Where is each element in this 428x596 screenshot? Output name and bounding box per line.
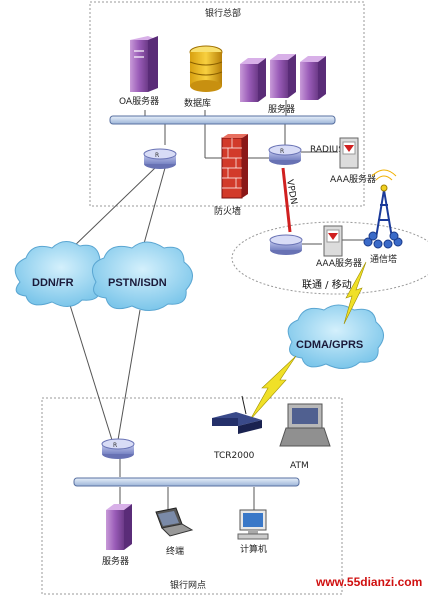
hq-boundary <box>89 1 365 207</box>
hq-title: 银行总部 <box>205 7 241 19</box>
svg-text:R: R <box>113 442 117 449</box>
hq-lan-bus <box>109 115 336 125</box>
computer-label: 计算机 <box>240 543 267 555</box>
branch-lan-bus <box>73 477 300 487</box>
tcr2000-icon <box>212 395 262 434</box>
vpdn-label: VPDN <box>284 179 298 206</box>
branch-title: 银行网点 <box>170 579 206 591</box>
aaa-server-mobile-icon <box>323 225 343 257</box>
pstn-label: PSTN/ISDN <box>108 277 167 289</box>
cdma-cloud-icon <box>287 304 384 369</box>
hq-router-right-icon: R <box>268 144 302 165</box>
radius-label: RADIUS <box>310 145 344 155</box>
computer-icon <box>237 509 269 540</box>
watermark-text: www.55dianzi.com <box>315 575 422 589</box>
cdma-label: CDMA/GPRS <box>296 339 363 351</box>
branch-server-label: 服务器 <box>102 555 129 567</box>
tower-label: 通信塔 <box>370 253 397 265</box>
aaa-server-hq-label: AAA服务器 <box>330 173 376 185</box>
terminal-label: 终端 <box>166 545 184 557</box>
hq-router-left-icon: R <box>143 148 177 169</box>
server-cluster-icon <box>240 54 326 102</box>
firewall-icon <box>221 134 248 199</box>
tcr2000-label: TCR2000 <box>213 451 255 461</box>
atm-icon <box>279 403 331 447</box>
database-label: 数据库 <box>184 97 211 109</box>
atm-label: ATM <box>290 461 309 471</box>
branch-server-icon <box>106 504 132 550</box>
operator-label: 联通 / 移动 <box>302 278 352 291</box>
mobile-router-icon <box>269 234 303 255</box>
cell-tower-icon <box>363 169 403 249</box>
operator-zone <box>231 221 428 295</box>
firewall-label: 防火墙 <box>214 205 241 217</box>
oa-server-icon <box>130 36 158 92</box>
branch-boundary <box>41 397 343 595</box>
aaa-server-hq-icon <box>339 137 359 169</box>
terminal-icon <box>155 507 194 537</box>
branch-router-icon: R <box>101 438 135 459</box>
oa-server-label: OA服务器 <box>119 95 159 107</box>
svg-text:R: R <box>280 148 284 155</box>
vpdn-tunnel <box>281 167 292 233</box>
lightning-tower-icon <box>343 261 367 325</box>
svg-text:R: R <box>155 152 159 159</box>
pstn-cloud-icon <box>91 241 193 311</box>
aaa-server-mobile-label: AAA服务器 <box>316 257 362 269</box>
database-icon <box>189 45 223 92</box>
ddn-label: DDN/FR <box>32 277 74 289</box>
servers-label: 服务器 <box>268 103 295 115</box>
